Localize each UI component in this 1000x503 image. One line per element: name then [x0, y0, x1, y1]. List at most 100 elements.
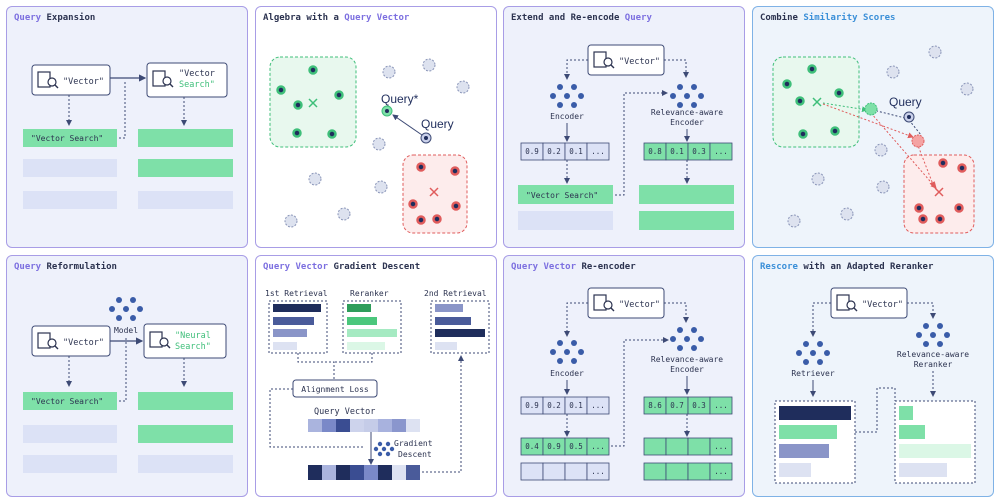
panel-query-expansion: Query Expansion "Vector" "Vector Search"… [6, 6, 248, 248]
svg-text:"Vector": "Vector" [63, 338, 104, 348]
reranker-network-icon [916, 323, 950, 347]
svg-text:...: ... [714, 442, 728, 451]
svg-text:...: ... [591, 401, 605, 410]
panel-title: Query Vector Gradient Descent [263, 262, 421, 272]
reencoder-diagram: "Vector" Encoder Relevance-aware Encoder… [520, 287, 733, 481]
expanded-text-1: "Vector [179, 69, 215, 79]
svg-text:0.9: 0.9 [547, 442, 561, 451]
svg-text:...: ... [714, 467, 728, 476]
svg-text:Alignment Loss: Alignment Loss [301, 385, 369, 394]
extend-reencode-diagram: "Vector" Encoder Relevance-aware Encoder… [518, 44, 734, 230]
svg-text:0.7: 0.7 [670, 401, 684, 410]
search-doc-icon [593, 294, 615, 312]
panel-query-reformulation: Query Reformulation Model "Vector" "Neur… [6, 255, 248, 497]
svg-text:Encoder: Encoder [550, 369, 584, 378]
svg-text:0.3: 0.3 [692, 147, 706, 156]
green-combined-point [864, 102, 878, 116]
panel-title: Query Vector Re-encoder [511, 262, 636, 272]
svg-text:2nd Retrieval: 2nd Retrieval [424, 289, 487, 298]
svg-text:0.2: 0.2 [547, 147, 561, 156]
panel-title: Extend and Re-encode Query [511, 13, 652, 23]
svg-text:Relevance-aware: Relevance-aware [897, 350, 969, 359]
query-star-point [381, 105, 393, 117]
svg-text:"Vector Search": "Vector Search" [526, 191, 598, 200]
svg-text:Encoder: Encoder [670, 118, 704, 127]
query-text: "Vector" [63, 77, 104, 87]
relevance-encoder-icon [670, 327, 704, 351]
svg-text:1st Retrieval: 1st Retrieval [265, 289, 328, 298]
expanded-text-2: Search" [179, 80, 215, 90]
svg-text:Relevance-aware: Relevance-aware [651, 355, 723, 364]
algebra-diagram: Query* Query [269, 56, 470, 234]
svg-text:"Vector": "Vector" [862, 300, 903, 310]
svg-text:0.3: 0.3 [692, 401, 706, 410]
combine-similarity-diagram: Query [772, 45, 975, 234]
svg-text:"Vector Search": "Vector Search" [31, 397, 103, 406]
svg-text:0.2: 0.2 [547, 401, 561, 410]
svg-text:Gradient: Gradient [394, 439, 433, 448]
query-vector-bar [308, 419, 420, 432]
svg-text:0.9: 0.9 [525, 401, 539, 410]
query-label: Query [889, 95, 922, 109]
search-doc-icon [37, 71, 59, 89]
query-star-label: Query* [381, 92, 419, 106]
model-network-icon [109, 297, 143, 321]
svg-text:Reranker: Reranker [350, 289, 389, 298]
retriever-network-icon [796, 341, 830, 365]
svg-text:8.6: 8.6 [648, 401, 662, 410]
svg-text:0.1: 0.1 [670, 147, 684, 156]
svg-text:Encoder: Encoder [670, 365, 704, 374]
svg-text:"Vector": "Vector" [619, 300, 660, 310]
search-doc-icon [37, 332, 59, 350]
panel-rescore-reranker: Rescore with an Adapted Reranker "Vector… [752, 255, 994, 497]
panel-algebra-query-vector: Algebra with a Query Vector Query* Query [255, 6, 497, 248]
gradient-descent-diagram: 1st Retrieval Reranker 2nd Retrieval Ali… [265, 289, 490, 480]
svg-text:"Neural: "Neural [175, 331, 211, 341]
search-doc-icon [593, 51, 615, 69]
svg-text:...: ... [591, 442, 605, 451]
search-doc-icon [152, 70, 174, 88]
panel-combine-similarity: Combine Similarity Scores Query [752, 6, 994, 248]
svg-text:Retriever: Retriever [791, 369, 835, 378]
query-expansion-diagram: "Vector" "Vector Search" "Vector Search" [23, 62, 233, 209]
red-combined-point [911, 134, 925, 148]
panel-extend-reencode: Extend and Re-encode Query "Vector" Enco… [503, 6, 745, 248]
panel-title: Algebra with a Query Vector [263, 13, 410, 23]
svg-text:Query Vector: Query Vector [314, 407, 375, 417]
panel-title: Query Expansion [14, 13, 96, 23]
query-point [903, 111, 915, 123]
svg-text:0.9: 0.9 [525, 147, 539, 156]
encoder-network-icon [550, 84, 584, 108]
panel-query-vector-reencoder: Query Vector Re-encoder "Vector" Encoder… [503, 255, 745, 497]
svg-text:0.8: 0.8 [648, 147, 662, 156]
svg-text:Reranker: Reranker [914, 360, 953, 369]
relevance-encoder-icon [670, 84, 704, 108]
panel-title: Query Reformulation [14, 262, 117, 272]
svg-text:0.1: 0.1 [569, 147, 583, 156]
panel-title: Combine Similarity Scores [760, 13, 896, 23]
svg-text:Encoder: Encoder [550, 112, 584, 121]
svg-text:...: ... [714, 147, 728, 156]
svg-text:Relevance-aware: Relevance-aware [651, 108, 723, 117]
query-reformulation-diagram: Model "Vector" "Neural Search" "Vector S… [23, 297, 233, 473]
svg-text:0.4: 0.4 [525, 442, 539, 451]
svg-text:...: ... [714, 401, 728, 410]
svg-text:...: ... [591, 467, 605, 476]
query-label: Query [421, 117, 454, 131]
svg-text:Descent: Descent [398, 450, 432, 459]
rescore-diagram: "Vector" Retriever Relevance-aware Reran… [774, 287, 976, 484]
panel-title: Rescore with an Adapted Reranker [760, 262, 934, 272]
query-point [420, 132, 432, 144]
svg-text:Search": Search" [175, 342, 211, 352]
gradient-network-icon [373, 441, 395, 457]
search-doc-icon [836, 294, 858, 312]
svg-text:0.1: 0.1 [569, 401, 583, 410]
svg-text:Model: Model [114, 326, 138, 335]
search-doc-icon [149, 331, 171, 349]
panel-gradient-descent: Query Vector Gradient Descent 1st Retrie… [255, 255, 497, 497]
svg-text:...: ... [591, 147, 605, 156]
svg-text:"Vector": "Vector" [619, 57, 660, 67]
updated-query-vector-bar [308, 465, 420, 480]
result-text: "Vector Search" [31, 134, 103, 143]
encoder-network-icon [550, 340, 584, 364]
